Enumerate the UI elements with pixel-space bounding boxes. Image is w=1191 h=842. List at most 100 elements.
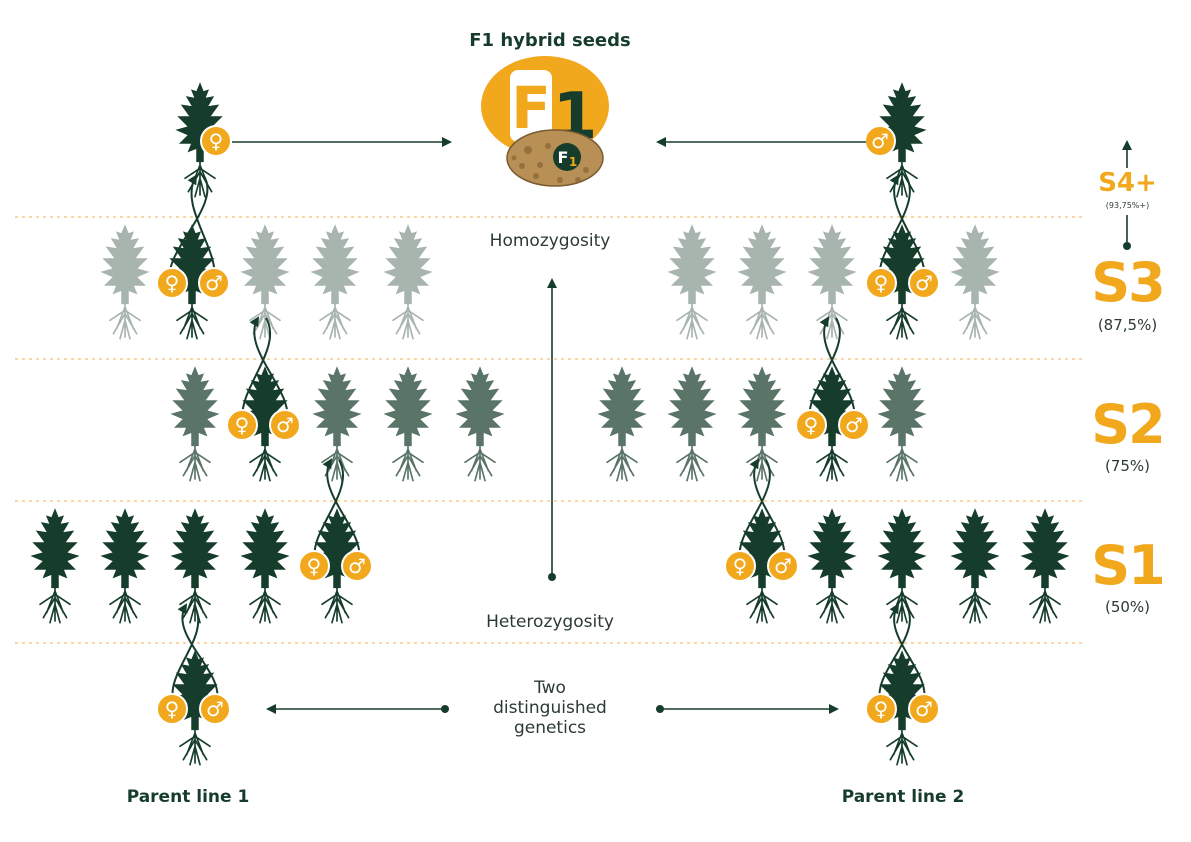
male-icon-s3-left: ♂ (198, 267, 230, 299)
plant-s2-3 (312, 366, 362, 482)
female-icon-s3-right-symbol: ♀ (874, 271, 889, 295)
dot-heterozygosity (548, 573, 556, 581)
plant-s1-2 (100, 508, 150, 624)
plant-s3-5 (383, 224, 433, 340)
female-icon-parent-2-symbol: ♀ (874, 697, 889, 721)
male-icon-f1-right-symbol: ♂ (871, 129, 889, 153)
female-icon-parent-2-circle (865, 693, 897, 725)
two-genetics-line-2: distinguished (493, 698, 607, 718)
male-icon-s3-right-symbol: ♂ (915, 271, 933, 295)
male-icon-s2-right-circle (838, 409, 870, 441)
arrow-dots (441, 242, 1131, 713)
female-icon-s3-left-circle (156, 267, 188, 299)
plant-s3-10 (950, 224, 1000, 340)
female-icon-s2-left-circle (226, 409, 258, 441)
male-icon-s2-right-symbol: ♂ (845, 413, 863, 437)
female-icon-s3-right-circle (865, 267, 897, 299)
generation-s2-percent: (75%) (1104, 457, 1151, 475)
generation-s1-name: S1 (1091, 534, 1165, 597)
two-genetics-label: Two distinguished genetics (465, 678, 635, 738)
female-icon-parent-2: ♀ (865, 693, 897, 725)
plant-s3-7 (737, 224, 787, 340)
dot-left (441, 705, 449, 713)
cross-right-parent-to-s1 (878, 605, 926, 701)
plant-s2-5 (455, 366, 505, 482)
female-icon-f1-left-circle (200, 125, 232, 157)
male-icon-s1-right-circle (767, 550, 799, 582)
two-genetics-line-1: Two (534, 678, 566, 698)
generation-dividers (15, 216, 1085, 644)
male-icon-parent-1-circle (199, 693, 231, 725)
seed-badge-icon (553, 143, 581, 171)
male-icon-s2-left: ♂ (269, 409, 301, 441)
f1-logo: F 1 F 1 (481, 56, 609, 187)
plant-s1-8 (877, 508, 927, 624)
male-icon-parent-1-symbol: ♂ (206, 697, 224, 721)
dot-s4 (1123, 242, 1131, 250)
cross-curves (168, 176, 926, 701)
plant-s2-7 (667, 366, 717, 482)
female-icon-s1-left-circle (298, 550, 330, 582)
male-icon-parent-1: ♂ (199, 693, 231, 725)
male-icon-f1-right: ♂ (864, 125, 896, 157)
female-icon-s2-right-symbol: ♀ (804, 413, 819, 437)
plant-s3-6 (667, 224, 717, 340)
female-icon-s2-left: ♀ (226, 409, 258, 441)
parent-line-1-label: Parent line 1 (126, 787, 250, 807)
male-icon-s2-right: ♂ (838, 409, 870, 441)
cross-left-s1-to-s2 (313, 460, 361, 561)
plant-s3-8 (807, 224, 857, 340)
plant-s1-10 (1020, 508, 1070, 624)
f1-title: F1 hybrid seeds (469, 30, 631, 51)
two-genetics-line-3: genetics (513, 718, 587, 738)
plant-s3-1 (100, 224, 150, 340)
female-icon-s2-left-symbol: ♀ (235, 413, 250, 437)
male-icon-s1-left-circle (341, 550, 373, 582)
plant-s1-4 (240, 508, 290, 624)
male-icon-s3-left-circle (198, 267, 230, 299)
female-icon-s3-right: ♀ (865, 267, 897, 299)
male-icon-parent-2-circle (908, 693, 940, 725)
female-icon-s1-left: ♀ (298, 550, 330, 582)
sex-badges: ♀♂♀♂♀♂♀♂♀♂♀♂♀♂♀♂♀♂ (156, 125, 940, 725)
female-icon-s3-left: ♀ (156, 267, 188, 299)
seed-badge-letter: F (558, 148, 569, 167)
dot-right (656, 705, 664, 713)
generation-s2-name: S2 (1091, 393, 1165, 456)
female-icon-parent-1-symbol: ♀ (165, 697, 180, 721)
male-icon-s1-right: ♂ (767, 550, 799, 582)
male-icon-s3-left-symbol: ♂ (205, 271, 223, 295)
flow-arrows (232, 137, 1132, 714)
female-icon-parent-1: ♀ (156, 693, 188, 725)
female-icon-s2-right-circle (795, 409, 827, 441)
female-icon-f1-left-symbol: ♀ (209, 129, 224, 153)
generation-s1-percent: (50%) (1104, 598, 1151, 616)
generation-s3-name: S3 (1091, 251, 1165, 314)
f1-logo-letter-box (510, 70, 552, 142)
heterozygosity-label: Heterozygosity (486, 612, 614, 632)
plant-s1-7 (807, 508, 857, 624)
generation-s3-percent: (87,5%) (1097, 316, 1158, 334)
plant-s1-1 (30, 508, 80, 624)
homozygosity-label: Homozygosity (489, 231, 611, 251)
female-icon-s2-right: ♀ (795, 409, 827, 441)
plant-s2-8 (737, 366, 787, 482)
female-icon-s1-right-symbol: ♀ (733, 554, 748, 578)
seed-badge-digit: 1 (569, 155, 577, 169)
cross-right-s1-to-s2 (738, 460, 786, 561)
female-icon-s1-right: ♀ (724, 550, 756, 582)
male-icon-s2-left-symbol: ♂ (276, 413, 294, 437)
male-icon-s2-left-circle (269, 409, 301, 441)
generation-s4-name: S4+ (1098, 168, 1157, 198)
male-icon-s3-right: ♂ (908, 267, 940, 299)
plant-s2-6 (597, 366, 647, 482)
parent-line-2-label: Parent line 2 (841, 787, 965, 807)
male-icon-s1-right-symbol: ♂ (774, 554, 792, 578)
female-icon-parent-1-circle (156, 693, 188, 725)
plant-s1-9 (950, 508, 1000, 624)
plant-s3-3 (240, 224, 290, 340)
female-icon-f1-left: ♀ (200, 125, 232, 157)
male-icon-parent-2-symbol: ♂ (915, 697, 933, 721)
plant-s2-10 (877, 366, 927, 482)
